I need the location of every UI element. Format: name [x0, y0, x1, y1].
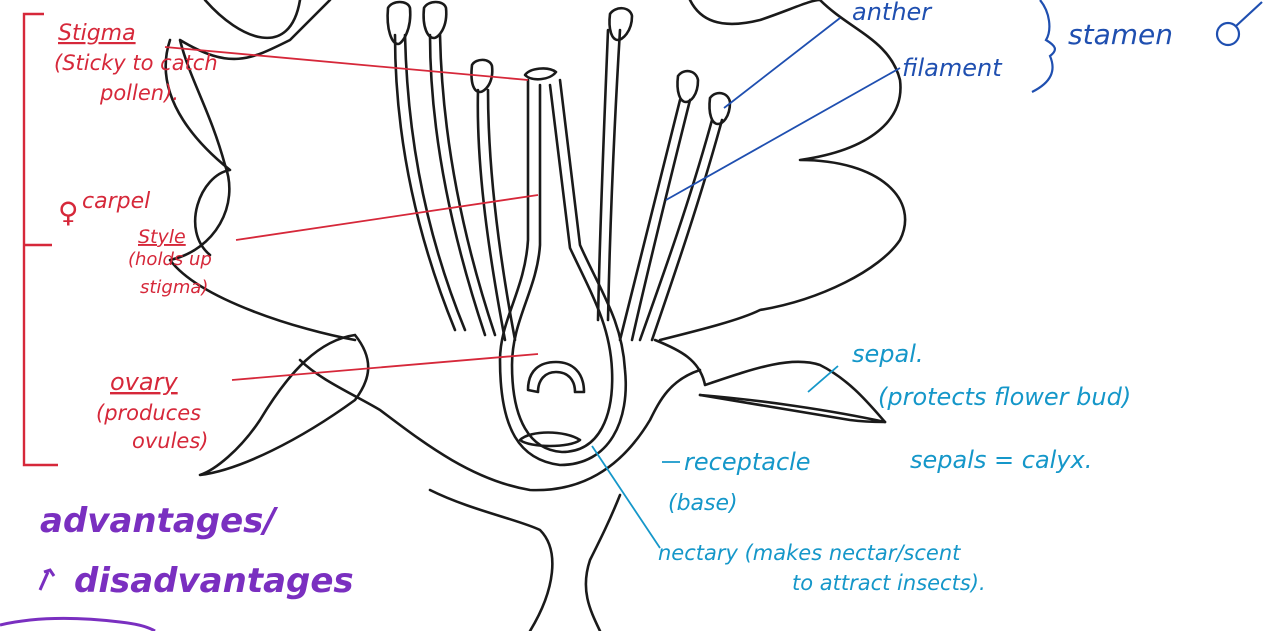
ovary-note-2: ovules)	[132, 429, 208, 453]
calyx-label: sepals = calyx.	[910, 446, 1092, 474]
ovary-outer	[500, 80, 626, 465]
style-note-1: (holds up	[128, 249, 212, 270]
stigma-note-2: pollen).	[99, 81, 179, 105]
advantages-line-2: disadvantages	[74, 561, 354, 601]
anther-right-2	[677, 71, 698, 102]
other-labels: sepal. (protects flower bud) sepals = ca…	[592, 340, 1131, 595]
ovary-label: ovary	[110, 368, 178, 396]
male-symbol-icon	[1217, 2, 1262, 45]
stamen-brace	[1032, 0, 1055, 92]
advantages-line-1: advantages/	[40, 501, 278, 541]
stamen-label: stamen	[1068, 18, 1173, 51]
petal-left	[205, 0, 300, 38]
carpel-symbol: ♀	[58, 196, 79, 229]
sepal-right	[655, 340, 885, 422]
style-note-2: stigma)	[140, 277, 208, 298]
stalk-left	[430, 490, 552, 631]
style-pointer	[236, 195, 538, 240]
stamen-labels: anther filament stamen	[666, 0, 1262, 200]
stalk-right	[586, 495, 620, 631]
ovule	[528, 362, 584, 392]
underline-brace	[0, 618, 155, 631]
ovary-pointer	[232, 354, 538, 380]
anther-right-3	[709, 93, 730, 124]
stigma-label: Stigma	[58, 21, 136, 46]
anther-left-2	[424, 2, 447, 38]
sepal-left	[200, 335, 368, 475]
nectary-label-2: to attract insects).	[792, 571, 986, 595]
filament-pointer	[666, 68, 900, 200]
carpel-label: carpel	[82, 189, 150, 214]
anther-left-1	[388, 2, 411, 44]
stamen-right-1	[598, 30, 620, 320]
nectary	[520, 433, 580, 447]
stigma-top	[525, 68, 556, 79]
ovary-note-1: (produces	[96, 401, 201, 425]
stamen-right-3	[640, 120, 722, 340]
carpel-bracket	[24, 14, 58, 465]
anther-pointer	[724, 18, 840, 108]
sepal-right-inner	[700, 395, 885, 422]
receptacle-label: receptacle	[684, 448, 811, 476]
stigma-note-1: (Sticky to catch	[54, 51, 218, 75]
flower-drawing	[166, 0, 905, 631]
stamen-right-2	[620, 100, 690, 340]
carpel-labels: Stigma (Sticky to catch pollen). ♀ carpe…	[24, 14, 538, 465]
notes: advantages/ disadvantages	[0, 501, 354, 631]
arrow-icon	[40, 570, 54, 590]
sepal-pointer	[808, 366, 838, 392]
nectary-label-1: nectary (makes nectar/scent	[658, 541, 961, 565]
filament-label: filament	[902, 54, 1003, 82]
style-label: Style	[138, 226, 186, 248]
petal-right	[690, 0, 820, 24]
receptacle-note: (base)	[668, 491, 738, 516]
sepal-label: sepal.	[852, 340, 924, 368]
anther-label: anther	[852, 0, 933, 26]
sepal-note: (protects flower bud)	[878, 383, 1131, 411]
